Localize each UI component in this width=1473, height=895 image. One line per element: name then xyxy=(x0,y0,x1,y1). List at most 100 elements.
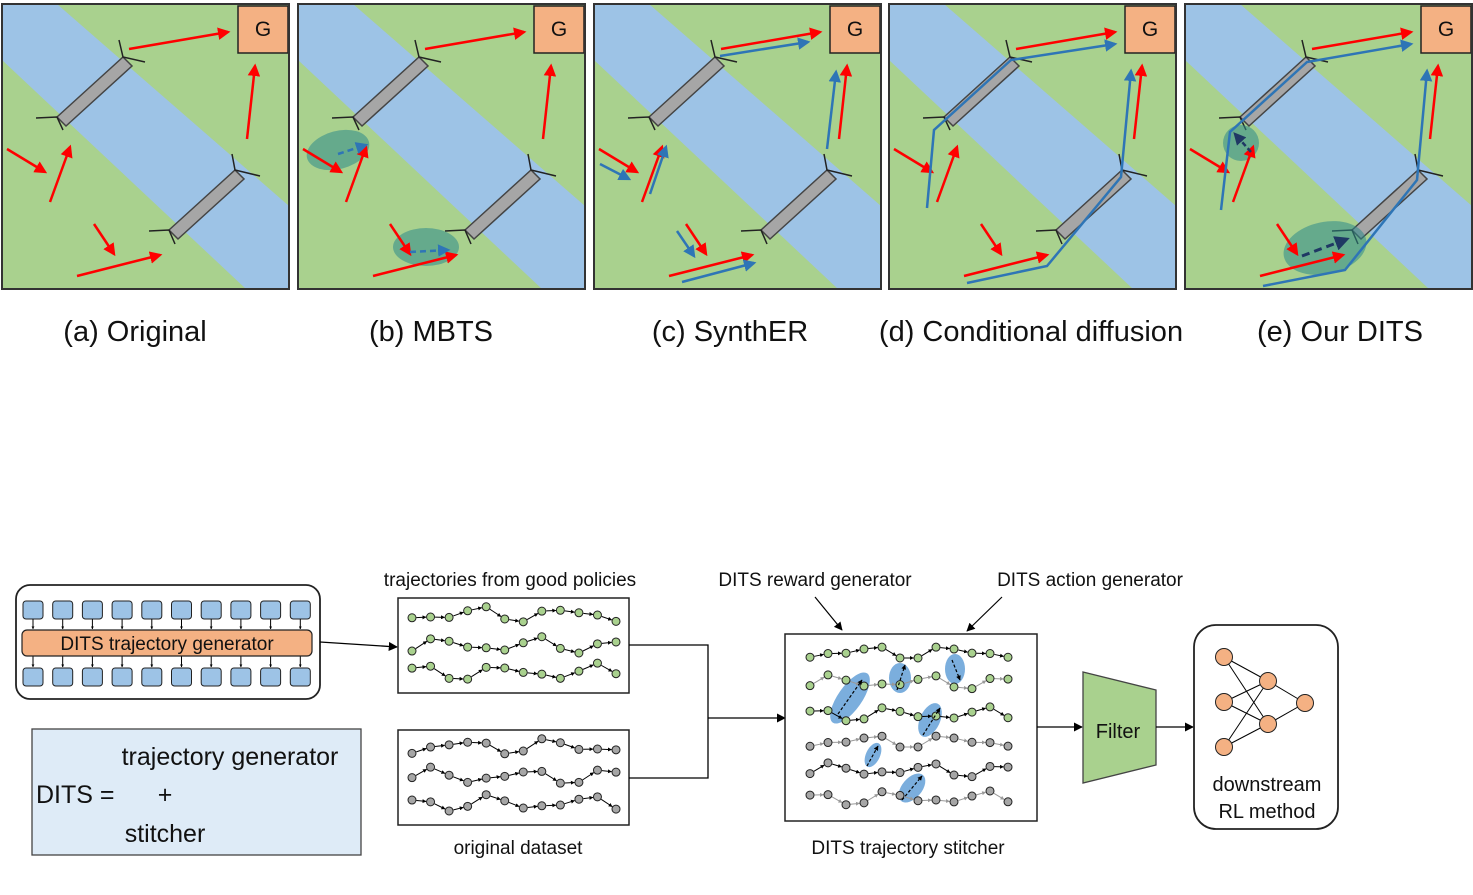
trajectory-node xyxy=(823,758,833,768)
trajectory-node xyxy=(823,738,833,748)
trajectory-node xyxy=(500,645,510,655)
trajectory-node xyxy=(895,742,905,752)
good-trajectories xyxy=(407,602,621,684)
merge-connector xyxy=(629,644,709,779)
trajectory-node xyxy=(407,613,417,623)
trajectory-node xyxy=(426,742,436,752)
trajectory-node xyxy=(823,670,833,680)
trajectory-node xyxy=(841,716,851,726)
filter-label: Filter xyxy=(1096,721,1141,743)
trajectory-node xyxy=(537,766,547,776)
trajectory-node xyxy=(592,792,602,802)
formula-box xyxy=(31,728,362,856)
output-token xyxy=(260,667,282,687)
trajectory-node xyxy=(967,648,977,658)
trajectory-node xyxy=(611,637,621,647)
reward-pointer-arrow xyxy=(814,596,843,631)
input-token xyxy=(230,600,252,620)
trajectory-node xyxy=(426,762,436,772)
generator-label: DITS trajectory generator xyxy=(60,634,274,655)
trajectory-node xyxy=(895,790,905,800)
trajectory-node xyxy=(841,737,851,747)
trajectory-node xyxy=(877,787,887,797)
trajectory-node xyxy=(426,634,436,644)
trajectory-node xyxy=(500,771,510,781)
generator-to-trajectories-arrow xyxy=(319,641,398,652)
trajectory-node xyxy=(537,606,547,616)
trajectory-node xyxy=(481,790,491,800)
formula-term2: stitcher xyxy=(125,820,206,848)
stitcher-label: DITS trajectory stitcher xyxy=(811,838,1005,859)
trajectory-node xyxy=(985,674,995,684)
goal-label: G xyxy=(847,18,863,41)
filter-shape xyxy=(1082,671,1157,784)
trajectory-node xyxy=(518,638,528,648)
trajectory-node xyxy=(426,797,436,807)
trajectory-node xyxy=(841,648,851,658)
trajectory-node xyxy=(500,749,510,759)
trajectory-node xyxy=(949,644,959,654)
goal-label: G xyxy=(1438,18,1454,41)
trajectory-node xyxy=(481,738,491,748)
trajectory-node xyxy=(913,674,923,684)
trajectory-node xyxy=(537,734,547,744)
trajectory-node xyxy=(574,666,584,676)
input-token xyxy=(111,600,133,620)
trajectory-node xyxy=(877,731,887,741)
trajectory-node xyxy=(611,669,621,679)
nn-node xyxy=(1259,672,1277,690)
trajectory-node xyxy=(518,617,528,627)
trajectory-node xyxy=(574,648,584,658)
stitch-ellipse xyxy=(393,228,459,266)
trajectory-node xyxy=(877,679,887,689)
trajectory-node xyxy=(407,748,417,758)
trajectory-node xyxy=(555,738,565,748)
output-token xyxy=(200,667,222,687)
panel-our-dits: G xyxy=(1184,3,1473,290)
trajectory-node xyxy=(574,794,584,804)
trajectory-node xyxy=(895,653,905,663)
nn-node xyxy=(1215,738,1233,756)
output-token xyxy=(171,667,192,687)
trajectory-node xyxy=(805,769,815,779)
trajectory-node xyxy=(481,773,491,783)
trajectory-node xyxy=(913,762,923,772)
trajectory-node xyxy=(931,795,941,805)
trajectory-node xyxy=(611,767,621,777)
trajectory-node xyxy=(518,767,528,777)
output-token xyxy=(52,667,74,687)
trajectory-node xyxy=(555,643,565,653)
trajectory-node xyxy=(823,790,833,800)
trajectory-node xyxy=(913,712,923,722)
caption-mbts: (b) MBTS xyxy=(369,316,493,348)
trajectory-node xyxy=(859,733,869,743)
formula-term1: trajectory generator xyxy=(122,743,339,771)
trajectory-generator-block: DITS trajectory generator xyxy=(15,584,321,700)
trajectory-node xyxy=(481,662,491,672)
input-token xyxy=(289,600,311,620)
trajectory-node xyxy=(518,746,528,756)
trajectory-node xyxy=(877,642,887,652)
trajectory-node xyxy=(841,800,851,810)
trajectory-node xyxy=(444,612,454,622)
trajectory-node xyxy=(913,796,923,806)
trajectory-node xyxy=(574,777,584,787)
trajectory-node xyxy=(407,646,417,656)
trajectory-node xyxy=(967,772,977,782)
trajectory-node xyxy=(611,745,621,755)
trajectory-node xyxy=(481,643,491,653)
trajectory-node xyxy=(805,706,815,716)
trajectory-node xyxy=(407,663,417,673)
goal-label: G xyxy=(255,18,271,41)
trajectory-node xyxy=(985,761,995,771)
trajectory-node xyxy=(895,768,905,778)
trajectory-node xyxy=(481,602,491,612)
trajectory-node xyxy=(931,671,941,681)
goal-label: G xyxy=(551,18,567,41)
downstream-label-line2: RL method xyxy=(1218,801,1315,823)
trajectory-node xyxy=(611,804,621,814)
panel-conditional-diffusion: G xyxy=(888,3,1177,290)
trajectory-node xyxy=(555,605,565,615)
input-token xyxy=(52,600,74,620)
trajectory-node xyxy=(500,614,510,624)
